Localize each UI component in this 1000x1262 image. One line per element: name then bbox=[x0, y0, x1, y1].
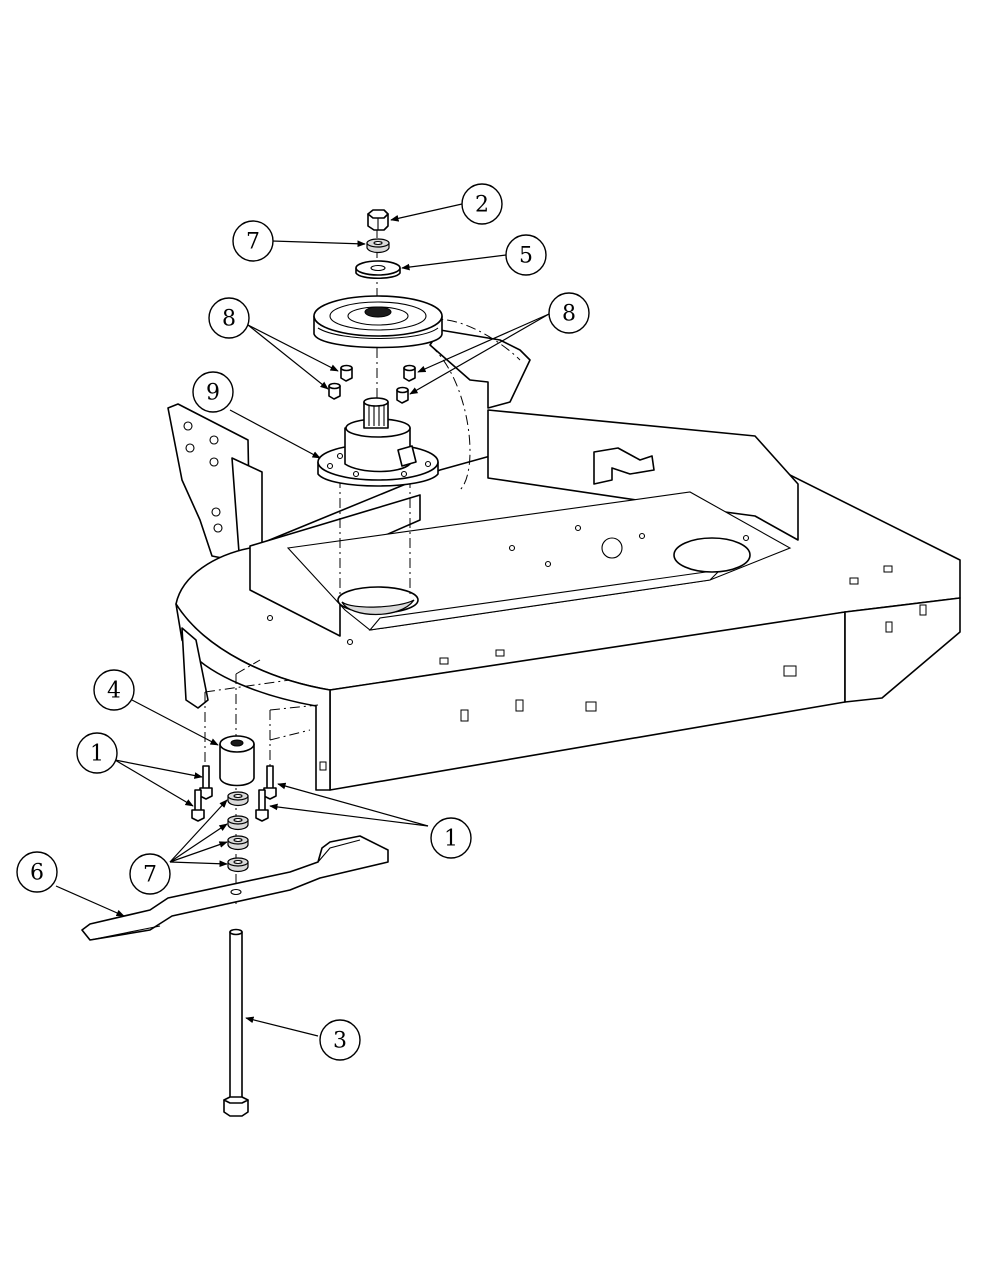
callout-c4: 4 bbox=[93, 669, 135, 711]
hex-nut-2 bbox=[367, 209, 389, 231]
svg-text:6: 6 bbox=[30, 861, 44, 886]
svg-text:8: 8 bbox=[222, 307, 236, 332]
deck-hole bbox=[742, 534, 750, 542]
lock-washer-top bbox=[366, 238, 390, 254]
bracket-hole bbox=[185, 443, 195, 453]
callout-c5: 5 bbox=[505, 234, 547, 276]
callout-c9: 9 bbox=[192, 371, 234, 413]
svg-text:1: 1 bbox=[90, 742, 104, 767]
bracket-hole bbox=[213, 523, 223, 533]
svg-text:2: 2 bbox=[475, 193, 489, 218]
pulley-hub-hole bbox=[364, 306, 392, 318]
bracket-hole bbox=[183, 421, 193, 431]
deck-right-wall bbox=[487, 409, 799, 541]
nut-8a bbox=[340, 364, 353, 382]
bracket-hole bbox=[209, 457, 219, 467]
blade-6 bbox=[81, 835, 389, 941]
callout-c7-lower: 7 bbox=[129, 853, 171, 895]
callout-c1-right: 1 bbox=[430, 817, 472, 859]
callout-c8-right: 8 bbox=[548, 292, 590, 334]
deck-rear-baffle bbox=[429, 329, 531, 409]
nuts-8 bbox=[328, 364, 416, 404]
mower-deck bbox=[167, 329, 961, 791]
right-wall-bracket bbox=[593, 447, 655, 485]
bracket-hole bbox=[209, 435, 219, 445]
callout-c6: 6 bbox=[16, 851, 58, 893]
callout-c3: 3 bbox=[319, 1019, 361, 1061]
center-hole bbox=[601, 537, 623, 559]
long-bolt-3 bbox=[223, 928, 249, 1117]
skirt-slot bbox=[783, 665, 797, 677]
callout-leaders bbox=[55, 203, 550, 1037]
callout-c8-left: 8 bbox=[208, 297, 250, 339]
bolt-1b bbox=[191, 789, 205, 822]
top-slot bbox=[849, 577, 859, 585]
top-slot bbox=[439, 657, 449, 665]
deck-hole bbox=[574, 524, 582, 532]
skirt-slot bbox=[919, 604, 927, 616]
bolt-1a bbox=[199, 765, 213, 800]
top-slot bbox=[495, 649, 505, 657]
bracket-hole bbox=[211, 507, 221, 517]
deck-hole bbox=[544, 560, 552, 568]
skirt-slot bbox=[460, 709, 469, 722]
skirt-slot bbox=[319, 761, 327, 771]
skirt-slot bbox=[885, 621, 893, 633]
lock-washers-lower bbox=[227, 791, 249, 873]
right-spindle-opening bbox=[673, 537, 751, 573]
bolt-1d bbox=[255, 789, 269, 822]
pulley bbox=[313, 295, 443, 349]
bolts-1 bbox=[191, 765, 277, 822]
nut-8c bbox=[403, 364, 416, 382]
svg-text:1: 1 bbox=[444, 827, 458, 852]
deck-hole bbox=[266, 614, 274, 622]
skirt-slot bbox=[515, 699, 524, 712]
spindle-shaft-top bbox=[363, 397, 389, 407]
callout-c2: 2 bbox=[461, 183, 503, 225]
deck-hole bbox=[508, 544, 516, 552]
deck-right-skirt bbox=[844, 597, 961, 703]
left-spindle-opening-shadow bbox=[341, 599, 415, 616]
deck-left-hanger bbox=[181, 627, 209, 709]
deck-left-skirt bbox=[175, 603, 331, 791]
svg-text:5: 5 bbox=[519, 244, 533, 269]
svg-text:7: 7 bbox=[143, 863, 157, 888]
deck-hole bbox=[638, 532, 646, 540]
top-slot bbox=[883, 565, 893, 573]
svg-text:3: 3 bbox=[333, 1029, 347, 1054]
spindle-assembly bbox=[317, 397, 439, 487]
skirt-slot bbox=[585, 701, 597, 712]
svg-text:9: 9 bbox=[206, 381, 220, 406]
grease-fitting bbox=[397, 445, 417, 467]
deck-hole bbox=[346, 638, 354, 646]
callout-c1-left: 1 bbox=[76, 732, 118, 774]
flat-washer-5 bbox=[355, 260, 401, 280]
callout-c7-top: 7 bbox=[232, 220, 274, 262]
nut-8b bbox=[328, 382, 341, 400]
nut-8d bbox=[396, 386, 409, 404]
spacer-4 bbox=[219, 735, 255, 787]
svg-text:7: 7 bbox=[246, 230, 260, 255]
svg-text:4: 4 bbox=[107, 679, 121, 704]
svg-text:8: 8 bbox=[562, 302, 576, 327]
